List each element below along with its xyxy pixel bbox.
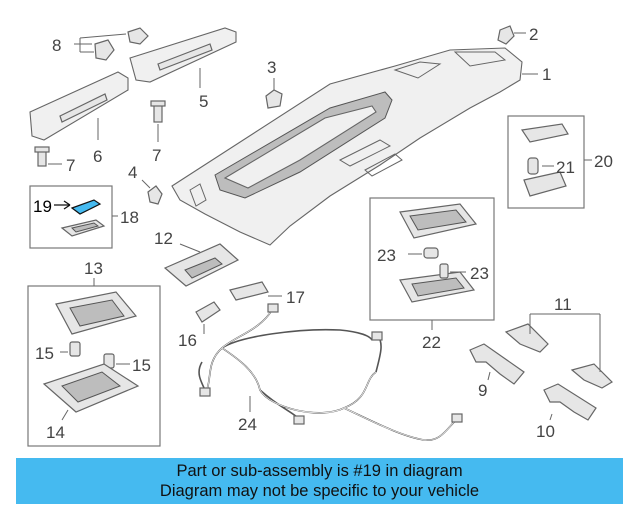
- lamp-housing-part-18: [60, 219, 106, 237]
- map-lamp-part-20: [520, 123, 569, 197]
- callout-12-leader: [179, 243, 201, 253]
- trim-part-16: [195, 301, 221, 323]
- info-banner: Part or sub-assembly is #19 in diagram D…: [16, 458, 623, 504]
- group-box-20: [507, 115, 585, 209]
- clip-part-3: [265, 89, 283, 109]
- callout-24: 24: [238, 415, 257, 434]
- callout-11-leader: [529, 313, 601, 372]
- callout-12: 12: [154, 229, 173, 248]
- screw-part-7b: [34, 146, 50, 167]
- console-lamp-part-22: [399, 203, 478, 303]
- headliner-part: [171, 47, 523, 246]
- parts-diagram: 1 2 3 4 5 6 7 7 8: [27, 25, 613, 447]
- lamp-base-part-14: [42, 363, 140, 413]
- handle-bracket-part-11: [504, 323, 613, 389]
- callout-9-leader: [487, 371, 491, 381]
- callout-21: 21: [556, 158, 575, 177]
- sun-visor-part-5: [129, 27, 237, 83]
- callout-10: 10: [536, 422, 555, 441]
- callout-10-leader: [549, 413, 553, 421]
- group-box-18: [29, 185, 113, 249]
- callout-14-leader: [61, 409, 69, 421]
- callout-18: 18: [120, 208, 139, 227]
- bulb-part-21: [527, 157, 539, 175]
- wiring-harness-part-24: [198, 303, 463, 441]
- callout-2: 2: [529, 25, 538, 44]
- clip-part-4: [147, 185, 163, 205]
- banner-line-2: Diagram may not be specific to your vehi…: [159, 482, 480, 500]
- callout-1: 1: [542, 65, 551, 84]
- callout-4-leader: [141, 179, 151, 189]
- callout-15a: 15: [35, 344, 54, 363]
- callout-9: 9: [478, 381, 487, 400]
- visor-clip-part-8: [94, 27, 149, 61]
- sun-visor-part-6: [29, 71, 129, 141]
- callout-23a: 23: [377, 246, 396, 265]
- callout-7a: 7: [152, 146, 161, 165]
- callout-20: 20: [594, 152, 613, 171]
- bulb-part-23: [423, 247, 449, 279]
- callout-3: 3: [267, 58, 276, 77]
- callout-8-leader: [74, 33, 127, 53]
- banner-line-1: Part or sub-assembly is #19 in diagram: [176, 462, 463, 480]
- callout-16: 16: [178, 331, 197, 350]
- lens-part-17: [229, 281, 269, 301]
- callout-6: 6: [93, 147, 102, 166]
- callout-8: 8: [52, 36, 61, 55]
- callout-19: 19: [33, 197, 52, 216]
- bulb-part-15: [69, 341, 115, 369]
- callout-15b: 15: [132, 356, 151, 375]
- lens-part-19: [70, 199, 102, 215]
- callout-19-arrow: [54, 200, 71, 210]
- grab-handle-part-10: [543, 383, 597, 421]
- callout-14: 14: [46, 423, 65, 442]
- callout-22: 22: [422, 333, 441, 352]
- lamp-bracket-part-12: [163, 243, 240, 287]
- callout-5: 5: [199, 92, 208, 111]
- highlighted-lens-part-19: [70, 199, 102, 215]
- callout-4: 4: [128, 163, 137, 182]
- clip-part-2: [497, 25, 515, 45]
- dome-lamp-part-13: [55, 291, 138, 335]
- callout-11: 11: [554, 295, 572, 314]
- callout-7b: 7: [66, 156, 75, 175]
- callout-17: 17: [286, 288, 305, 307]
- callout-23b: 23: [470, 264, 489, 283]
- grab-handle-part-9: [469, 343, 525, 385]
- screw-part-7a: [150, 100, 166, 123]
- callout-13: 13: [84, 259, 103, 278]
